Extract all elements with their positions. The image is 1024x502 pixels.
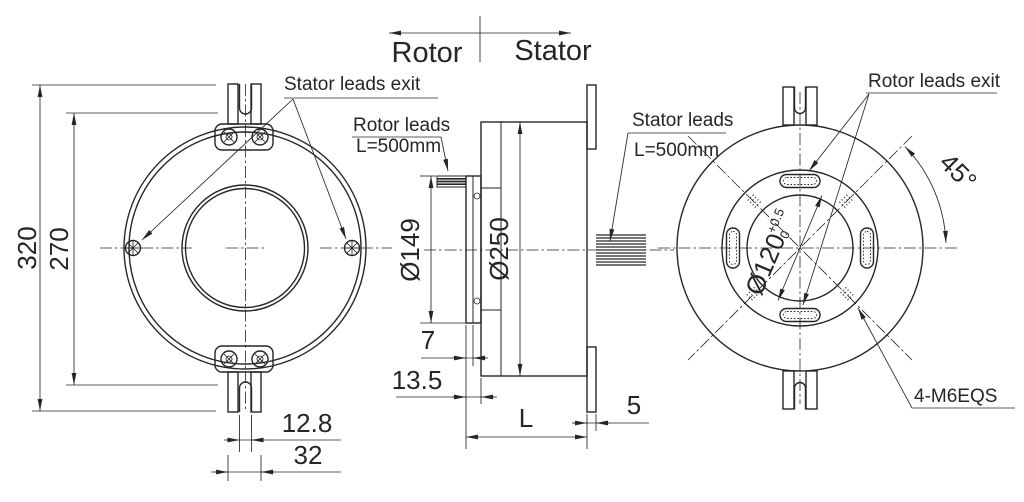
dimension-12-8: 12.8 (224, 408, 341, 452)
stator-leads-exit-callout: Stator leads exit (141, 74, 438, 241)
rotor-leads-length-label: L=500mm (356, 136, 441, 157)
top-mounting-tab (214, 83, 274, 151)
dim-d120-text: Ø120 (739, 229, 791, 299)
diagonal-centerline-ne-sw (687, 135, 913, 361)
stator-leads-label: Stator leads (632, 110, 733, 131)
dim-5-text: 5 (627, 390, 641, 420)
bore-inner-circle (184, 187, 306, 309)
rotor-side-label: Rotor (392, 37, 463, 69)
stator-leads-bundle (596, 234, 646, 266)
dim-320-text: 320 (12, 226, 42, 269)
dim-7-text: 7 (421, 325, 435, 355)
stator-plate-top (586, 84, 597, 150)
dim-12-8-text: 12.8 (282, 408, 333, 438)
bore-circle (181, 184, 309, 312)
rotor-leads-exit-callout: Rotor leads exit (802, 71, 1001, 306)
stator-side-label: Stator (514, 35, 592, 67)
stator-leads-exit-label: Stator leads exit (284, 74, 421, 95)
rear-top-tab (782, 86, 818, 126)
leader-to-bottom-slot (802, 93, 870, 306)
dim-45-text: 45° (934, 147, 983, 196)
dim-L-text: L (519, 403, 533, 433)
m6-thread-mark-sw (746, 286, 762, 302)
m6-note-label: 4-M6EQS (914, 386, 997, 407)
dim-d149-text: Ø149 (395, 218, 425, 282)
lead-exit-slot-bottom (779, 307, 821, 323)
dimension-L: L (466, 403, 588, 449)
leader-to-right-screw (292, 98, 347, 240)
stator-leads-callout: Stator leads L=500mm (609, 110, 733, 242)
leader-to-thread-mark (857, 307, 913, 409)
dim-13-5-text: 13.5 (392, 365, 443, 395)
leader-to-stator-leads (609, 132, 629, 242)
section-view: Ø149 Ø250 7 13.5 L (352, 84, 733, 449)
lead-exit-slot-top (779, 173, 821, 189)
dimension-5: 5 (572, 390, 649, 431)
bottom-fork-slot (238, 381, 253, 412)
dimension-d250: Ø250 (484, 122, 523, 376)
rotor-leads-bundle (436, 175, 467, 188)
diagonal-centerline-nw-se (687, 135, 913, 361)
dimension-270: 270 (44, 112, 218, 386)
stator-leads-length-label: L=500mm (634, 140, 719, 161)
dimension-32: 32 (211, 440, 341, 481)
left-lead-exit-screw (124, 239, 142, 257)
stator-plate-bottom (586, 346, 597, 413)
dimension-d149: Ø149 (395, 175, 466, 324)
dimension-45deg: 45° (904, 146, 983, 243)
right-lead-exit-screw (343, 239, 361, 257)
dim-270-text: 270 (44, 227, 74, 270)
m6-thread-callout: 4-M6EQS (857, 307, 1015, 409)
rotor-leads-callout: Rotor leads L=500mm (352, 115, 450, 172)
leader-to-top-slot (808, 93, 870, 172)
dimension-7: 7 (421, 325, 488, 449)
lead-exit-slot-right (859, 227, 875, 269)
rear-bottom-tab (782, 370, 818, 410)
top-fork-slot (238, 84, 253, 115)
dim-d250-text: Ø250 (484, 217, 514, 281)
dim-32-text: 32 (294, 440, 323, 470)
leader-to-left-screw (141, 98, 294, 241)
leader-to-rotor-leads (440, 136, 449, 172)
rotor-leads-label: Rotor leads (353, 115, 450, 136)
bottom-mounting-tab (214, 345, 274, 413)
dimension-320: 320 (12, 84, 216, 412)
lead-exit-slot-left (725, 227, 741, 269)
front-view: Stator leads exit 320 270 12.8 (12, 74, 438, 481)
dimension-13-5: 13.5 (392, 365, 497, 404)
rotor-leads-exit-label: Rotor leads exit (868, 71, 1001, 92)
rotor-stator-direction-indicator: Rotor Stator (389, 16, 592, 69)
rear-outer-circle (676, 124, 924, 372)
